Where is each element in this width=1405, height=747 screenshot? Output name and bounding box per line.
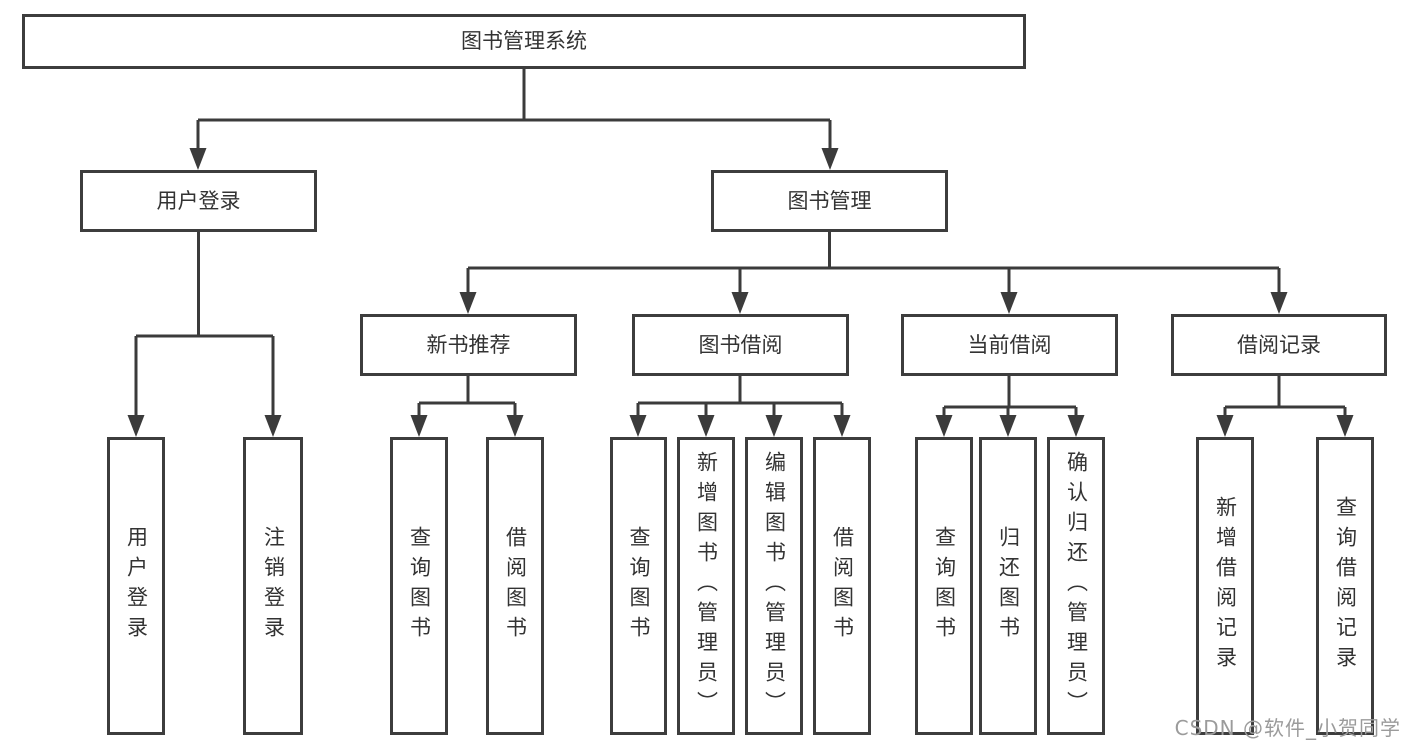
leaf-logout: 注销登录 bbox=[243, 437, 303, 735]
leaf-borrow-query: 查询图书 bbox=[610, 437, 667, 735]
leaf-newbook-query-label: 查询图书 bbox=[407, 526, 432, 646]
leaf-borrow-query-label: 查询图书 bbox=[627, 526, 651, 646]
node-book-borrow: 图书借阅 bbox=[632, 314, 849, 376]
leaf-record-query-label: 查询借阅记录 bbox=[1333, 496, 1358, 676]
node-book-mgmt: 图书管理 bbox=[711, 170, 948, 232]
leaf-user-login: 用户登录 bbox=[107, 437, 165, 735]
arrowhead-icons bbox=[127, 148, 1354, 437]
leaf-current-query: 查询图书 bbox=[915, 437, 973, 735]
leaf-borrow-borrow-label: 借阅图书 bbox=[830, 526, 855, 646]
leaf-borrow-add-label: 新增图书（管理员） bbox=[694, 451, 719, 721]
leaf-record-query: 查询借阅记录 bbox=[1316, 437, 1374, 735]
node-user-login: 用户登录 bbox=[80, 170, 317, 232]
node-borrow-records-label: 借阅记录 bbox=[1237, 332, 1321, 357]
leaf-current-return: 归还图书 bbox=[979, 437, 1037, 735]
node-current-borrow: 当前借阅 bbox=[901, 314, 1118, 376]
tree-edges bbox=[134, 69, 1347, 417]
leaf-newbook-borrow: 借阅图书 bbox=[486, 437, 544, 735]
node-borrow-records: 借阅记录 bbox=[1171, 314, 1387, 376]
csdn-watermark: CSDN @软件_小贺同学 bbox=[1174, 716, 1401, 740]
leaf-newbook-query: 查询图书 bbox=[390, 437, 448, 735]
node-new-book-label: 新书推荐 bbox=[426, 332, 511, 357]
node-root-label: 图书管理系统 bbox=[461, 29, 587, 53]
leaf-current-confirm: 确认归还（管理员） bbox=[1047, 437, 1105, 735]
node-root: 图书管理系统 bbox=[22, 14, 1026, 69]
leaf-current-return-label: 归还图书 bbox=[996, 526, 1021, 646]
node-book-borrow-label: 图书借阅 bbox=[698, 332, 783, 357]
leaf-record-add-label: 新增借阅记录 bbox=[1213, 496, 1238, 676]
node-book-mgmt-label: 图书管理 bbox=[787, 188, 872, 213]
node-new-book: 新书推荐 bbox=[360, 314, 577, 376]
node-user-login-label: 用户登录 bbox=[156, 188, 241, 213]
leaf-current-query-label: 查询图书 bbox=[932, 526, 957, 646]
node-current-borrow-label: 当前借阅 bbox=[967, 332, 1052, 357]
leaf-user-login-label: 用户登录 bbox=[124, 526, 149, 646]
leaf-borrow-edit: 编辑图书（管理员） bbox=[745, 437, 803, 735]
leaf-borrow-add: 新增图书（管理员） bbox=[677, 437, 735, 735]
leaf-borrow-borrow: 借阅图书 bbox=[813, 437, 871, 735]
leaf-borrow-edit-label: 编辑图书（管理员） bbox=[762, 451, 787, 721]
leaf-newbook-borrow-label: 借阅图书 bbox=[503, 526, 528, 646]
leaf-current-confirm-label: 确认归还（管理员） bbox=[1064, 451, 1089, 721]
leaf-logout-label: 注销登录 bbox=[261, 526, 286, 646]
leaf-record-add: 新增借阅记录 bbox=[1196, 437, 1254, 735]
